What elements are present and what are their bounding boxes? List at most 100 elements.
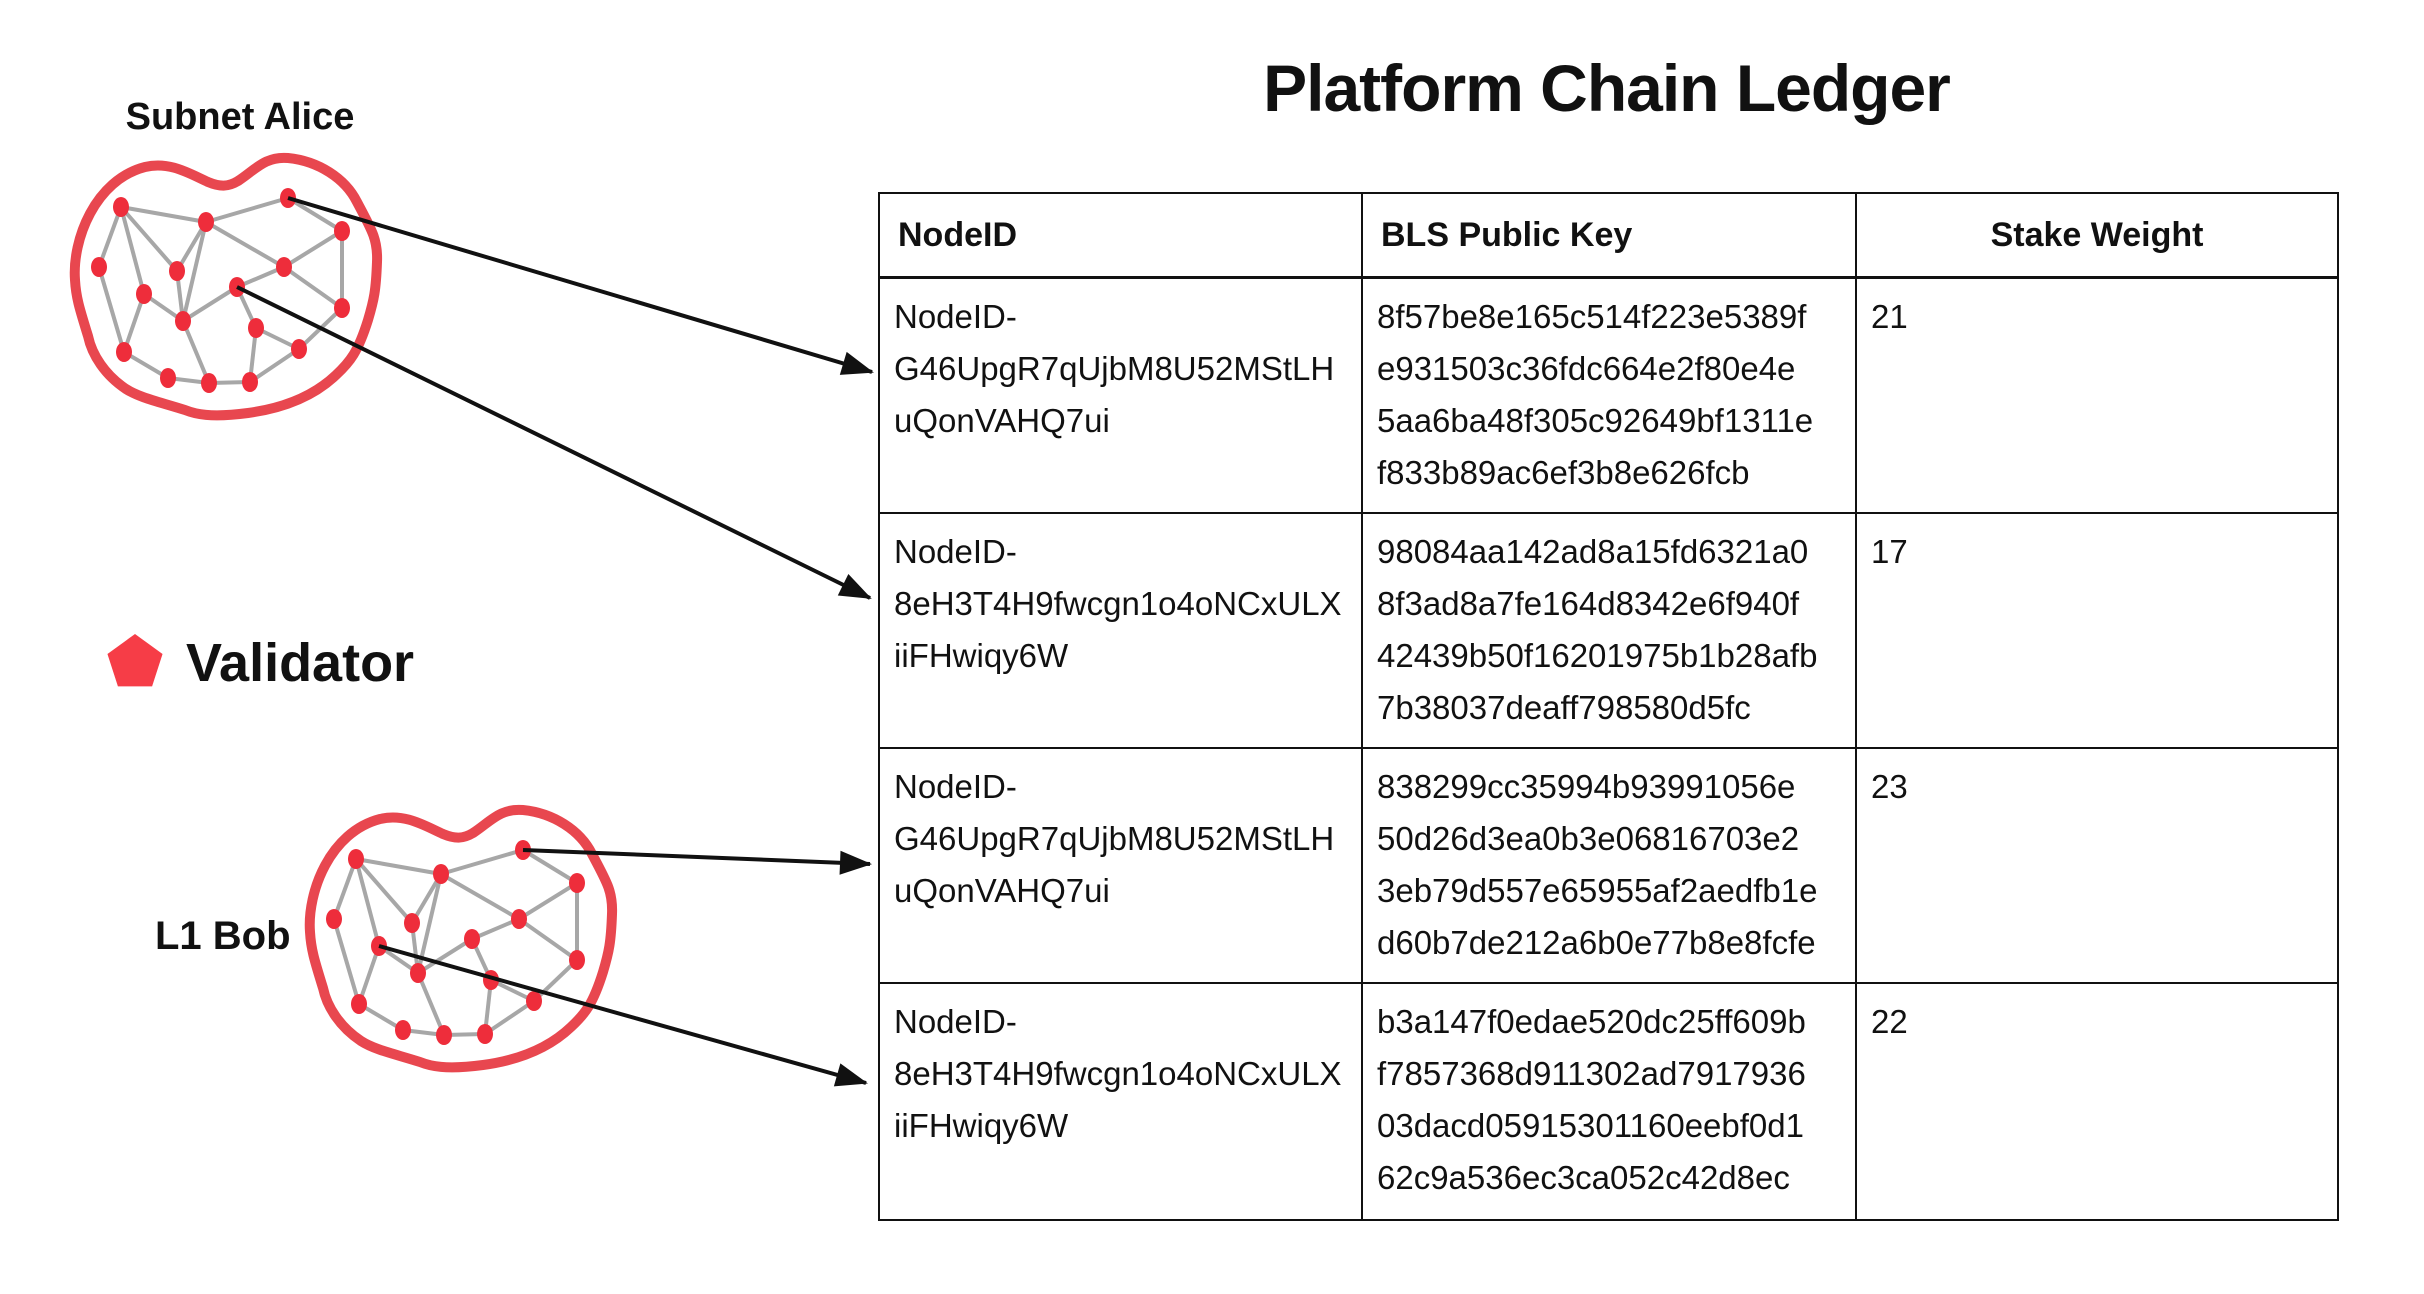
- network-edge: [208, 380, 251, 385]
- row1-stake-cell: 21: [1857, 279, 2337, 514]
- row3-stake-cell: 23: [1857, 749, 2337, 984]
- validator-node-icon: [248, 318, 264, 338]
- network-edge: [416, 972, 446, 1036]
- validator-node-icon: [201, 373, 217, 393]
- network-edge: [440, 848, 524, 876]
- validator-node-icon: [569, 950, 585, 970]
- network-edge: [119, 206, 146, 295]
- validator-node-icon: [348, 849, 364, 869]
- network-edge: [410, 922, 420, 974]
- validator-node-icon: [436, 1025, 452, 1045]
- row4-nodeid-cell: NodeID- 8eH3T4H9fwcgn1o4oNCxULX iiFHwiqy…: [880, 984, 1363, 1219]
- validator-node-icon: [433, 864, 449, 884]
- network-edge: [120, 205, 207, 224]
- network-edge: [355, 857, 442, 876]
- validator-node-icon: [404, 913, 420, 933]
- network-edge: [282, 265, 344, 310]
- validator-node-icon: [229, 277, 245, 297]
- validator-node-icon: [136, 284, 152, 304]
- subnet-alice-network-graph: [69, 152, 383, 421]
- network-edge: [122, 350, 170, 380]
- network-edge: [332, 858, 358, 920]
- validator-node-icon: [371, 936, 387, 956]
- network-edge: [521, 848, 579, 885]
- network-edge: [205, 220, 285, 269]
- l1-bob-network-graph: [304, 804, 618, 1073]
- validator-node-icon: [242, 372, 258, 392]
- network-edge: [354, 858, 381, 947]
- validator-pentagon-icon: [107, 634, 163, 687]
- network-edge: [142, 292, 185, 323]
- network-edge: [332, 918, 361, 1005]
- network-edge: [235, 286, 258, 329]
- validator-legend-label: Validator: [186, 633, 415, 693]
- row1-nodeid-cell: NodeID- G46UpgR7qUjbM8U52MStLH uQonVAHQ7…: [880, 279, 1363, 514]
- validator-legend: Validator: [106, 634, 414, 692]
- network-edge: [255, 326, 300, 351]
- validator-node-icon: [477, 1024, 493, 1044]
- validator-node-icon: [395, 1020, 411, 1040]
- network-edge: [236, 265, 285, 289]
- network-edge: [483, 999, 536, 1036]
- network-edge: [483, 979, 493, 1035]
- validator-node-icon: [280, 188, 296, 208]
- network-edge: [97, 266, 126, 353]
- validator-node-icon: [198, 212, 214, 232]
- l1-bob-label: L1 Bob: [155, 914, 291, 958]
- network-edge: [175, 270, 185, 322]
- validator-node-icon: [483, 970, 499, 990]
- validator-node-icon: [326, 909, 342, 929]
- validator-node-icon: [291, 339, 307, 359]
- network-edge: [181, 320, 211, 384]
- validator-node-icon: [515, 840, 531, 860]
- validator-node-icon: [175, 311, 191, 331]
- mapping-arrow: [236, 285, 872, 600]
- row1-bls-cell: 8f57be8e165c514f223e5389f e931503c36fdc6…: [1363, 279, 1857, 514]
- validator-node-icon: [160, 368, 176, 388]
- l1-bob-boundary-blob: [304, 804, 618, 1073]
- network-edge: [517, 881, 579, 921]
- validator-node-icon: [351, 994, 367, 1014]
- network-edge: [470, 938, 493, 981]
- subnet-alice-label: Subnet Alice: [125, 96, 355, 138]
- validator-node-icon: [91, 257, 107, 277]
- column-header-bls-public-key: BLS Public Key: [1363, 194, 1857, 279]
- validator-node-icon: [276, 257, 292, 277]
- validator-node-icon: [464, 929, 480, 949]
- column-header-nodeid: NodeID: [880, 194, 1363, 279]
- page-title: Platform Chain Ledger: [1263, 51, 1951, 125]
- row4-stake-cell: 22: [1871, 1003, 1908, 1040]
- network-edge: [297, 306, 344, 351]
- network-edge: [286, 196, 344, 233]
- network-edge: [181, 285, 239, 323]
- validator-node-icon: [569, 873, 585, 893]
- row3-bls-cell: 838299cc35994b93991056e 50d26d3ea0b3e068…: [1363, 749, 1857, 984]
- row3-nodeid-cell: NodeID- G46UpgR7qUjbM8U52MStLH uQonVAHQ7…: [880, 749, 1363, 984]
- mapping-arrow: [522, 848, 872, 875]
- network-edge: [416, 937, 474, 975]
- network-edge: [181, 221, 208, 322]
- row2-nodeid-cell: NodeID- 8eH3T4H9fwcgn1o4oNCxULX iiFHwiqy…: [880, 514, 1363, 749]
- mapping-arrow: [287, 196, 874, 375]
- column-header-stake-weight: Stake Weight: [1857, 194, 2337, 279]
- validator-node-icon: [526, 991, 542, 1011]
- network-edge: [175, 220, 208, 273]
- network-edge: [248, 347, 301, 384]
- platform-chain-ledger-table: NodeID BLS Public Key Stake Weight NodeI…: [878, 192, 2339, 1221]
- network-edge: [471, 917, 520, 941]
- network-edge: [517, 917, 579, 962]
- subnet-alice-boundary-blob: [69, 152, 383, 421]
- mapping-arrow: [378, 944, 868, 1087]
- row4-bls-cell: b3a147f0edae520dc25ff609b f7857368d91130…: [1363, 984, 1857, 1219]
- validator-node-icon: [511, 909, 527, 929]
- validator-node-icon: [334, 298, 350, 318]
- row2-bls-cell: 98084aa142ad8a15fd6321a0 8f3ad8a7fe164d8…: [1363, 514, 1857, 749]
- network-edge: [97, 206, 123, 268]
- row2-stake-cell: 17: [1857, 514, 2337, 749]
- validator-node-icon: [410, 963, 426, 983]
- network-edge: [490, 978, 535, 1003]
- network-edge: [377, 944, 420, 975]
- network-edge: [357, 1002, 405, 1032]
- network-edge: [443, 1032, 486, 1037]
